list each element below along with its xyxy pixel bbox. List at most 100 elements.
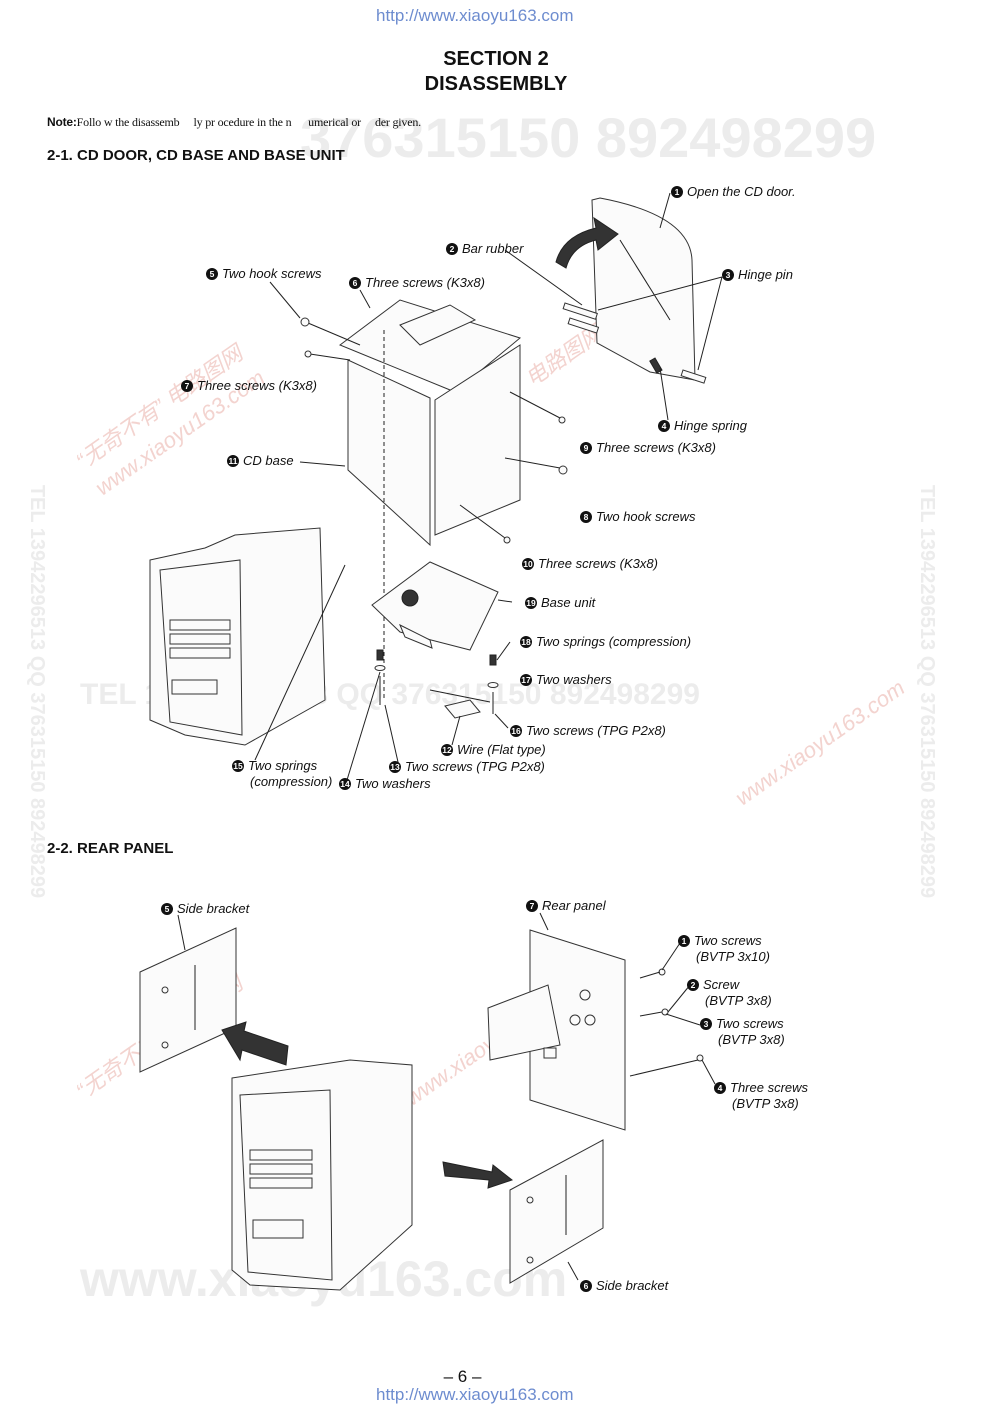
callout-text: Two screws [694,933,762,948]
open-door-arrow [555,216,619,269]
callout-text: Three screws (K3x8) [197,378,317,393]
callout-text: Side bracket [596,1278,669,1293]
callout-2-4: 4 Three screws(BVTP 3x8) [714,1080,808,1112]
section-2-heading: 2-2. REAR PANEL [47,840,174,857]
callout-number: 6 [349,277,361,289]
callout-2-5: 5 Side bracket [161,901,249,917]
callout-number: 12 [441,744,453,756]
callout-1-15: 15 Two springs(compression) [232,758,332,790]
note-text: Follo w the disassemb ly pr ocedure in t… [76,115,421,129]
callout-text: Two hook screws [222,266,322,281]
callout-text: Rear panel [542,898,606,913]
callout-1-18: 18 Two springs (compression) [520,634,691,650]
callout-text: Side bracket [177,901,250,916]
callout-number: 8 [580,511,592,523]
callout-number: 3 [700,1018,712,1030]
callout-text-line-2: (compression) [250,774,333,789]
callout-number: 5 [161,903,173,915]
callout-2-1: 1 Two screws(BVTP 3x10) [678,933,770,965]
callout-number: 14 [339,778,351,790]
section-title: SECTION 2 [443,48,549,70]
callout-number: 2 [687,979,699,991]
callout-text: Hinge pin [738,267,793,282]
footer-url-link[interactable]: http://www.xiaoyu163.com [376,1385,574,1404]
callout-text: Two washers [536,672,612,687]
callout-number: 7 [526,900,538,912]
callout-1-2: 2 Bar rubber [446,241,523,257]
callout-1-14: 14 Two washers [339,776,431,792]
callout-text: CD base [243,453,294,468]
callout-text: Two screws (TPG P2x8) [405,759,545,774]
callout-number: 1 [671,186,683,198]
callout-number: 2 [446,243,458,255]
callout-text: Two screws (TPG P2x8) [526,723,666,738]
callout-1-17: 17 Two washers [520,672,612,688]
callout-text-line-2: (BVTP 3x8) [732,1096,799,1111]
flat-wire-drawing [444,699,481,719]
callout-text-line-2: (BVTP 3x8) [718,1032,785,1047]
callout-1-5: 5 Two hook screws [206,266,321,282]
side-bracket-left-drawing [139,927,237,1073]
section-1-heading: 2-1. CD DOOR, CD BASE AND BASE UNIT [47,147,345,164]
header-url-link[interactable]: http://www.xiaoyu163.com [376,6,574,25]
callout-text: Screw [703,977,740,992]
cd-base-drawing [338,299,522,393]
callout-2-6: 6 Side bracket [580,1278,668,1294]
callout-text: Wire (Flat type) [457,742,546,757]
callout-1-3: 3 Hinge pin [722,267,793,283]
side-bracket-right-drawing [509,1139,604,1284]
note-label: Note: [47,115,77,129]
callout-number: 13 [389,761,401,773]
callout-number: 6 [580,1280,592,1292]
callout-1-13: 13 Two screws (TPG P2x8) [389,759,545,775]
callout-text: Two springs (compression) [536,634,692,649]
callout-number: 10 [522,558,534,570]
callout-text: Bar rubber [462,241,524,256]
callout-number: 4 [714,1082,726,1094]
callout-text: Two screws [716,1016,784,1031]
callout-2-7: 7 Rear panel [526,898,606,914]
callout-number: 7 [181,380,193,392]
callout-2-3: 3 Two screws(BVTP 3x8) [700,1016,785,1048]
callout-number: 5 [206,268,218,280]
callout-1-12: 12 Wire (Flat type) [441,742,546,758]
page-number: – 6 – [443,1367,482,1386]
watermark-digits: 376315150 892498299 [300,106,877,169]
callout-text: Hinge spring [674,418,747,433]
callout-number: 19 [525,597,537,609]
callout-1-6: 6 Three screws (K3x8) [349,275,485,291]
callout-text: Three screws (K3x8) [365,275,485,290]
callout-1-11: 11 CD base [227,453,294,469]
callout-number: 15 [232,760,244,772]
callout-1-19: 19 Base unit [525,595,595,611]
callout-text: Three screws [730,1080,809,1095]
remove-arrow [442,1161,514,1189]
callout-text-line-2: (BVTP 3x8) [705,993,772,1008]
callout-number: 18 [520,636,532,648]
callout-number: 4 [658,420,670,432]
callout-number: 16 [510,725,522,737]
callout-1-9: 9 Three screws (K3x8) [580,440,716,456]
note: Note:Follo w the disassemb ly pr ocedure… [47,115,421,130]
callout-text: Three screws (K3x8) [596,440,716,455]
callout-text: Two washers [355,776,431,791]
callout-1-1: 1 Open the CD door. [671,184,796,200]
callout-text: Two springs [248,758,318,773]
callout-number: 9 [580,442,592,454]
cd-door-drawing [591,197,696,381]
callout-text-line-2: (BVTP 3x10) [696,949,770,964]
callout-number: 3 [722,269,734,281]
callout-1-8: 8 Two hook screws [580,509,695,525]
callout-number: 11 [227,455,239,467]
callout-number: 17 [520,674,532,686]
callout-1-7: 7 Three screws (K3x8) [181,378,317,394]
callout-text: Base unit [541,595,596,610]
callout-1-16: 16 Two screws (TPG P2x8) [510,723,666,739]
callout-number: 1 [678,935,690,947]
callout-text: Open the CD door. [687,184,796,199]
callout-text: Two hook screws [596,509,696,524]
section-subtitle: DISASSEMBLY [424,73,568,95]
